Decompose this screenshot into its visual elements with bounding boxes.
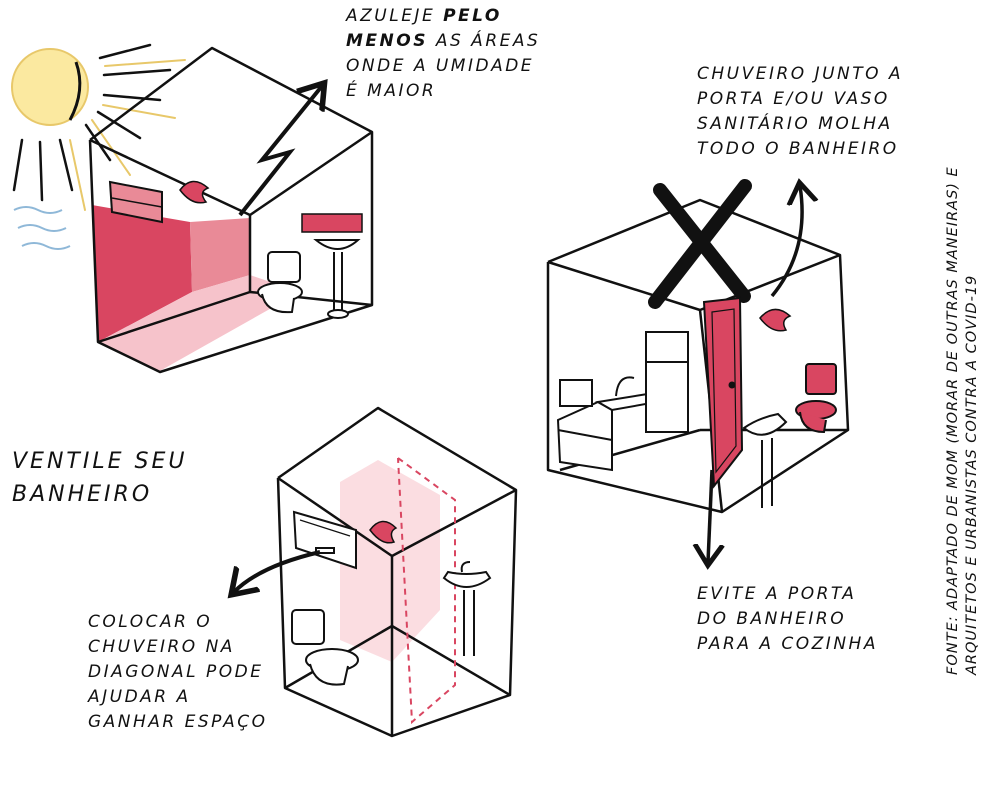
note-text: DO BANHEIRO: [697, 609, 847, 629]
source-credit: FONTE: ADAPTADO DE MOM (MORAR DE OUTRAS …: [944, 166, 982, 675]
arrow-left-icon: [234, 550, 321, 592]
wind-icon: [13, 206, 71, 250]
note-text: CHUVEIRO NA: [88, 637, 235, 657]
note-text: AS ÁREAS: [435, 31, 541, 51]
sink-icon: [313, 239, 361, 319]
fridge-icon: [645, 331, 689, 433]
arrow-down-icon: [708, 469, 712, 562]
avoid-door-note: EVITE A PORTA DO BANHEIRO PARA A COZINHA: [697, 582, 878, 657]
note-text: VENTILE SEU: [12, 449, 188, 474]
note-text: PARA A COZINHA: [697, 634, 878, 654]
door-icon: [702, 296, 744, 489]
note-text: PORTA E/OU VASO: [697, 89, 890, 109]
note-text: AZULEJE: [346, 6, 436, 26]
note-text-bold: MENOS: [346, 31, 428, 51]
note-text: É MAIOR: [346, 81, 437, 101]
forbidden-x-icon: [648, 179, 752, 309]
sun-icon: [11, 43, 186, 211]
toilet-icon: [795, 363, 837, 434]
shower-head-icon: [369, 520, 398, 544]
note-text: EVITE A PORTA: [697, 584, 857, 604]
note-text: AJUDAR A: [88, 687, 191, 707]
sink-icon: [742, 412, 788, 508]
sink-icon: [442, 561, 492, 656]
source-text: FONTE: ADAPTADO DE MOM (MORAR DE OUTRAS …: [945, 166, 961, 675]
note-text: DIAGONAL PODE: [88, 662, 264, 682]
diagonal-shower-note: COLOCAR O CHUVEIRO NA DIAGONAL PODE AJUD…: [88, 610, 267, 735]
bathroom-diagonal: [234, 406, 518, 738]
toilet-icon: [291, 609, 359, 686]
note-text: BANHEIRO: [12, 482, 153, 507]
note-text: TODO O BANHEIRO: [697, 139, 899, 159]
bathroom-tiled: [88, 46, 374, 374]
shower-door-note: CHUVEIRO JUNTO A PORTA E/OU VASO SANITÁR…: [697, 62, 903, 162]
toilet-icon: [257, 251, 303, 314]
note-text: GANHAR ESPAÇO: [88, 712, 268, 732]
window-icon: [292, 510, 357, 570]
source-text: ARQUITETOS E URBANISTAS CONTRA A COVID-1…: [964, 274, 980, 675]
note-text: CHUVEIRO JUNTO A: [697, 64, 904, 84]
arrow-icon: [238, 86, 322, 217]
stove-icon: [556, 379, 613, 472]
ventilate-note: VENTILE SEU BANHEIRO: [12, 445, 187, 511]
tile-walls-note: AZULEJE PELO MENOS AS ÁREAS ONDE A UMIDA…: [346, 4, 540, 104]
shower-head-icon: [179, 180, 210, 204]
note-text: COLOCAR O: [88, 612, 213, 632]
window-icon: [108, 180, 163, 224]
note-text-bold: PELO: [443, 6, 502, 26]
note-text: ONDE A UMIDADE: [346, 56, 535, 76]
arrow-up-icon: [770, 186, 802, 298]
shower-head-icon: [759, 308, 792, 332]
note-text: SANITÁRIO MOLHA: [697, 114, 893, 134]
bathroom-door: [546, 179, 850, 562]
